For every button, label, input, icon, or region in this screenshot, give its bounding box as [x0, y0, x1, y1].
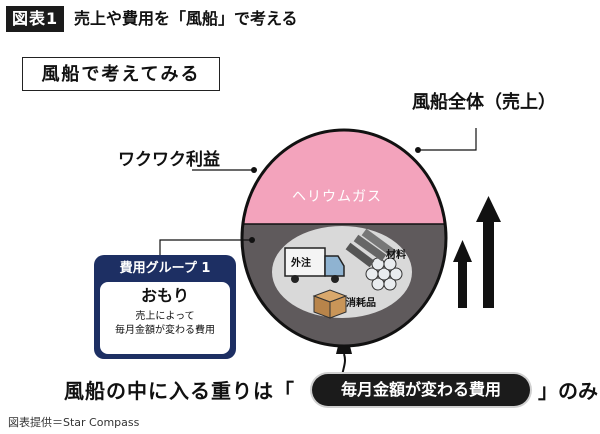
truck-icon — [284, 247, 345, 283]
consumables-label: 消耗品 — [346, 296, 376, 309]
profit-label: ワクワク利益 — [118, 150, 220, 170]
up-arrow-large-icon — [476, 196, 501, 308]
box-icon — [312, 289, 348, 319]
up-arrow-icon — [453, 240, 472, 308]
cost-group-inner: おもり 売上によって 毎月金額が変わる費用 — [100, 282, 230, 354]
group-leader-line — [159, 239, 252, 255]
weight-name: おもり — [140, 286, 189, 305]
bottom-highlight-pill: 毎月金額が変わる費用 — [312, 374, 530, 406]
bottom-statement-tail: 」のみ — [538, 379, 598, 403]
figure-title: 売上や費用を「風船」で考える — [74, 9, 298, 28]
bottom-statement: 風船の中に入る重りは「 — [64, 379, 295, 403]
helium-label: ヘリウムガス — [292, 189, 382, 205]
concept-box: 風船で考えてみる — [22, 57, 220, 91]
figure-badge: 図表1 — [6, 6, 65, 32]
outsourcing-label: 外注 — [290, 256, 311, 269]
group-leader-dot — [249, 237, 255, 243]
whole-leader-dot — [415, 147, 421, 153]
weight-desc-line1: 売上によって — [135, 311, 195, 322]
balloon-knot — [336, 346, 352, 354]
whole-leader-line — [418, 128, 477, 151]
source-credit: 図表提供＝Star Compass — [8, 416, 140, 429]
materials-label: 材料 — [386, 248, 406, 261]
balloon-whole-label: 風船全体（売上） — [412, 92, 556, 113]
cost-group-card: 費用グループ 1 おもり 売上によって 毎月金額が変わる費用 — [94, 255, 236, 359]
profit-leader-dot — [251, 167, 257, 173]
pipe-bundle-icon — [345, 228, 403, 291]
cost-group-title: 費用グループ 1 — [119, 261, 211, 276]
weight-desc-line2: 毎月金額が変わる費用 — [115, 325, 215, 336]
